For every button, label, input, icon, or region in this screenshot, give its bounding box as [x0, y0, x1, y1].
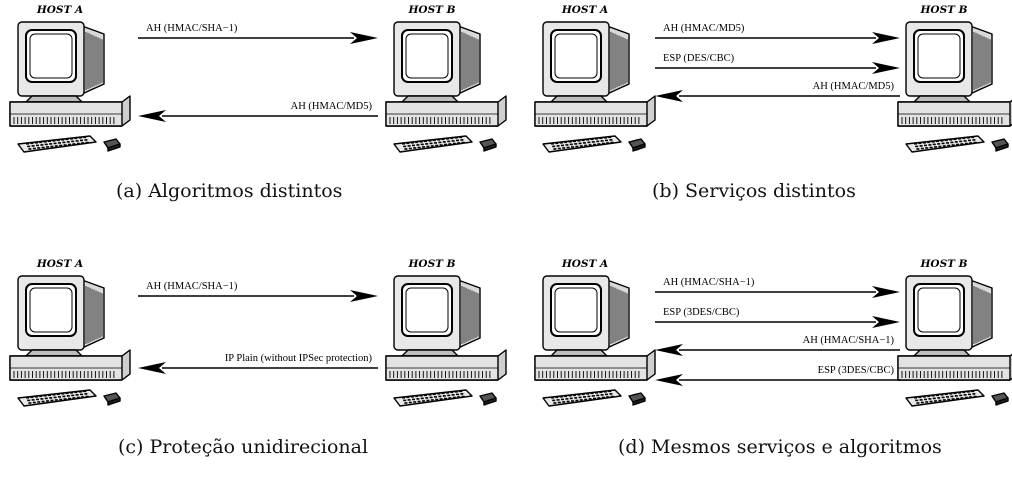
arrow-a-to-b-head: [872, 62, 900, 74]
arrow-label: AH (HMAC/MD5): [663, 23, 745, 34]
host-b-computer-icon: [385, 21, 507, 153]
arrow-label: AH (HMAC/SHA−1): [663, 277, 755, 288]
arrow-b-to-a-head: [138, 110, 166, 122]
host-a-title: HOST A: [561, 4, 608, 16]
panel-d: HOST A HOST B AH (HMAC/SHA−1) ESP (3DES/CBC…: [534, 258, 1012, 407]
panel-caption: (a) Algoritmos distintos: [116, 180, 343, 202]
panel-caption: (c) Proteção unidirecional: [118, 436, 369, 458]
host-b-title: HOST B: [408, 4, 456, 16]
arrow-b-to-a-head: [655, 344, 683, 356]
host-b-title: HOST B: [920, 258, 968, 270]
host-a-computer-icon: [9, 21, 131, 153]
arrow-label: ESP (3DES/CBC): [818, 365, 895, 376]
arrow-label: AH (HMAC/MD5): [813, 81, 895, 92]
arrow-label: IP Plain (without IPSec protection): [225, 353, 373, 364]
host-b-computer-icon: [897, 275, 1012, 407]
host-a-computer-icon: [534, 275, 656, 407]
arrow-a-to-b-head: [872, 32, 900, 44]
arrow-b-to-a-head: [655, 374, 683, 386]
arrow-label: AH (HMAC/MD5): [291, 101, 373, 112]
arrow-label: AH (HMAC/SHA−1): [146, 281, 238, 292]
host-b-computer-icon: [897, 21, 1012, 153]
arrow-a-to-b-head: [350, 290, 378, 302]
arrow-label: ESP (DES/CBC): [663, 53, 735, 64]
arrow-a-to-b-head: [872, 316, 900, 328]
arrow-b-to-a-head: [655, 90, 683, 102]
panel-b: HOST A HOST B AH (HMAC/MD5) ESP (DES/CBC) AH…: [534, 4, 1012, 153]
host-b-computer-icon: [385, 275, 507, 407]
arrow-label: AH (HMAC/SHA−1): [803, 335, 895, 346]
host-a-title: HOST A: [561, 258, 608, 270]
host-a-computer-icon: [9, 275, 131, 407]
panel-caption: (b) Serviços distintos: [652, 180, 856, 202]
host-b-title: HOST B: [408, 258, 456, 270]
arrow-a-to-b-head: [350, 32, 378, 44]
arrow-a-to-b-head: [872, 286, 900, 298]
panel-a: HOST A HOST B AH (HMAC/SHA−1) AH (HMAC/MD5): [9, 4, 507, 153]
host-a-computer-icon: [534, 21, 656, 153]
host-b-title: HOST B: [920, 4, 968, 16]
arrow-label: ESP (3DES/CBC): [663, 307, 740, 318]
panel-caption: (d) Mesmos serviços e algoritmos: [618, 436, 942, 458]
panel-c: HOST A HOST B AH (HMAC/SHA−1) IP Plain (wit…: [9, 258, 507, 407]
host-a-title: HOST A: [36, 258, 83, 270]
arrow-b-to-a-head: [138, 362, 166, 374]
arrow-label: AH (HMAC/SHA−1): [146, 23, 238, 34]
host-a-title: HOST A: [36, 4, 83, 16]
